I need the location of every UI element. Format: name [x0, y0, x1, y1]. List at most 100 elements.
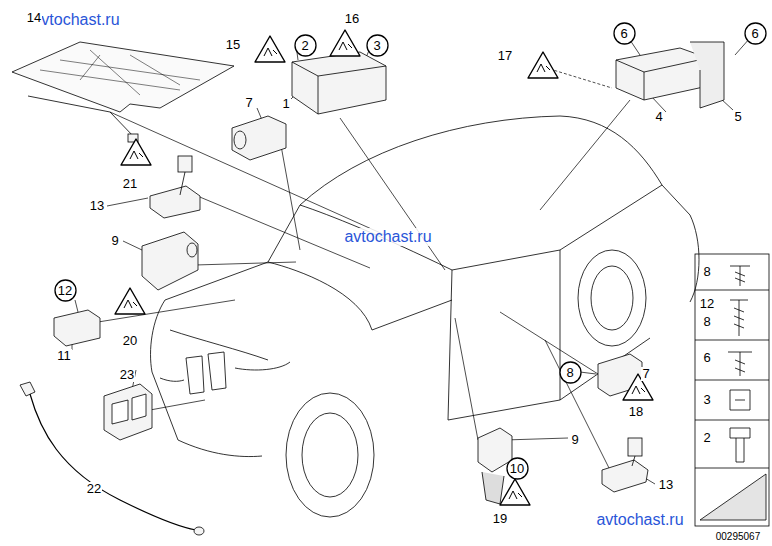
drawing-stroke	[300, 116, 699, 302]
drawing-stroke	[115, 288, 145, 314]
drawing-stroke	[730, 300, 748, 336]
callout-number: 7	[244, 96, 253, 110]
circle-shape	[367, 35, 388, 56]
circle-shape	[614, 23, 635, 44]
drawing-stroke	[264, 48, 277, 56]
callout-circle: 6	[613, 22, 636, 45]
drawing-stroke	[339, 42, 352, 50]
circle-shape	[745, 23, 766, 44]
drawing-stroke	[500, 479, 530, 505]
drawing-stroke	[602, 460, 648, 492]
drawing-stroke	[330, 30, 360, 56]
callout-circle: 3	[366, 34, 389, 57]
drawing-stroke	[330, 30, 360, 56]
drawing-stroke	[187, 243, 197, 257]
drawing-stroke	[728, 352, 752, 376]
drawing-stroke	[482, 472, 504, 504]
callout-number: 12	[699, 297, 715, 311]
drawing-stroke	[186, 356, 204, 394]
drawing-stroke	[455, 318, 478, 440]
circle-shape	[55, 280, 76, 301]
drawing-stroke	[509, 491, 522, 499]
leader-lines	[72, 38, 750, 484]
callout-number: 6	[702, 351, 711, 365]
watermark: avtochast.ru	[595, 511, 684, 529]
drawing-stroke	[578, 250, 646, 346]
drawing-stroke	[690, 42, 724, 108]
callout-circle: 6	[744, 22, 767, 45]
drawing-stroke	[280, 140, 300, 250]
drawing-stroke	[30, 394, 196, 530]
callout-number: 22	[86, 482, 102, 496]
callout-number: 8	[702, 315, 711, 329]
callout-number: 21	[122, 177, 138, 191]
drawing-stroke	[500, 312, 598, 374]
drawing-stroke	[235, 362, 290, 370]
drawing-stroke	[528, 52, 558, 78]
drawing-stroke	[40, 50, 200, 95]
callout-number: 3	[373, 38, 380, 53]
callout-number: 10	[510, 461, 524, 476]
callout-number: 13	[658, 478, 674, 492]
drawing-stroke	[150, 400, 205, 410]
drawing-stroke	[142, 232, 198, 290]
drawing-stroke	[232, 116, 286, 160]
circle-shape	[560, 362, 581, 383]
drawing-stroke	[292, 52, 386, 114]
callout-circle: 12	[54, 279, 77, 302]
drawing-stroke	[292, 62, 386, 114]
drawing-stroke	[500, 479, 530, 505]
drawing-stroke	[545, 340, 610, 470]
callout-number: 11	[56, 349, 72, 363]
drawing-stroke	[616, 58, 708, 100]
callout-number: 17	[497, 49, 513, 63]
drawing-stroke	[234, 131, 246, 149]
drawing-stroke	[255, 36, 285, 62]
drawing-stroke	[632, 386, 645, 394]
callout-number: 9	[570, 433, 579, 447]
drawing-stroke	[208, 352, 226, 390]
callout-number: 19	[492, 512, 508, 526]
callout-number: 2	[702, 431, 711, 445]
circle-shape	[507, 458, 528, 479]
callout-number: 20	[122, 334, 138, 348]
callout-number: 1	[281, 97, 290, 111]
callout-number: 9	[110, 234, 119, 248]
drawing-stroke	[540, 100, 630, 210]
callout-number: 6	[620, 26, 627, 41]
callout-number: 8	[702, 265, 711, 279]
drawing-stroke	[528, 52, 558, 78]
callout-number: 18	[628, 405, 644, 419]
drawing-stroke	[121, 139, 151, 165]
drawing-stroke	[695, 254, 769, 526]
callout-number: 3	[702, 393, 711, 407]
drawing-stroke	[178, 156, 192, 172]
drawing-stroke	[730, 266, 750, 286]
callout-number: 15	[225, 38, 241, 52]
drawing-stroke	[695, 290, 769, 468]
callout-number: 13	[89, 199, 105, 213]
drawing-stroke	[372, 300, 452, 330]
drawing-stroke	[54, 310, 100, 346]
drawing-stroke	[20, 382, 35, 396]
drawing-stroke	[630, 40, 640, 55]
drawing-stroke	[123, 241, 142, 250]
drawing-stroke	[12, 42, 234, 112]
callout-number: 4	[654, 110, 663, 124]
drawing-stroke	[505, 438, 568, 440]
drawing-stroke	[302, 413, 358, 497]
drawing-stroke	[255, 36, 285, 62]
drawing-stroke	[628, 438, 642, 456]
drawing-stroke	[115, 288, 145, 314]
drawing-stroke	[580, 372, 596, 374]
callout-number: 8	[566, 365, 573, 380]
watermark: avtochast.ru	[343, 228, 432, 246]
drawing-stroke	[300, 185, 662, 270]
drawing-stroke	[121, 139, 151, 165]
circle-shape	[295, 35, 316, 56]
callout-number: 23	[119, 368, 135, 382]
callout-number: 5	[733, 110, 742, 124]
